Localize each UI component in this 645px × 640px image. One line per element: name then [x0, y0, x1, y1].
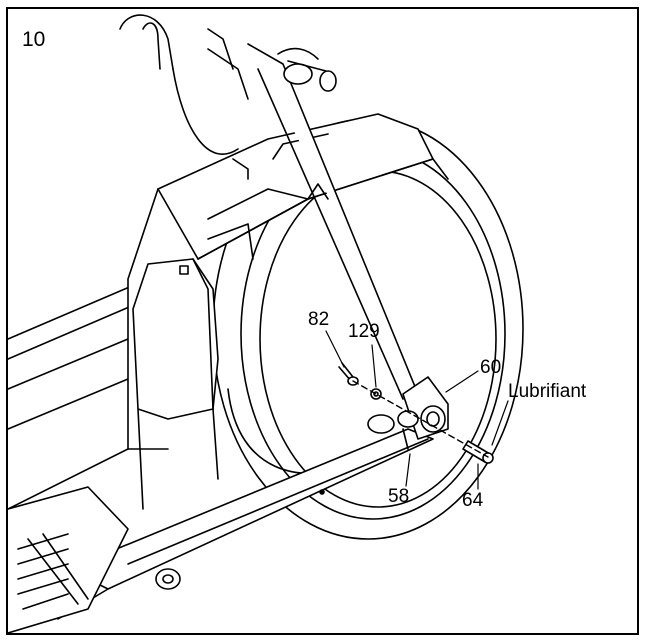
upright-tubes	[119, 14, 249, 155]
elliptical-assembly-drawing	[8, 14, 524, 633]
swing-arm	[247, 43, 439, 405]
pedal-platform	[8, 486, 129, 633]
upright-post	[132, 258, 219, 510]
part-label-82: 82	[308, 309, 330, 330]
part-label-64: 64	[462, 490, 484, 511]
frame-rails	[8, 278, 149, 510]
step-number: 10	[22, 28, 46, 51]
part-label-60: 60	[480, 357, 502, 378]
part-label-58: 58	[388, 486, 410, 507]
assembly-axis	[352, 380, 489, 458]
part-label-129: 129	[348, 321, 380, 342]
leader-lines	[325, 330, 509, 490]
lubricant-label: Lubrifiant	[508, 381, 587, 402]
instruction-frame: 10 82 129 60 Lubrifiant 58 64	[6, 7, 639, 635]
bushing-58	[397, 410, 419, 450]
